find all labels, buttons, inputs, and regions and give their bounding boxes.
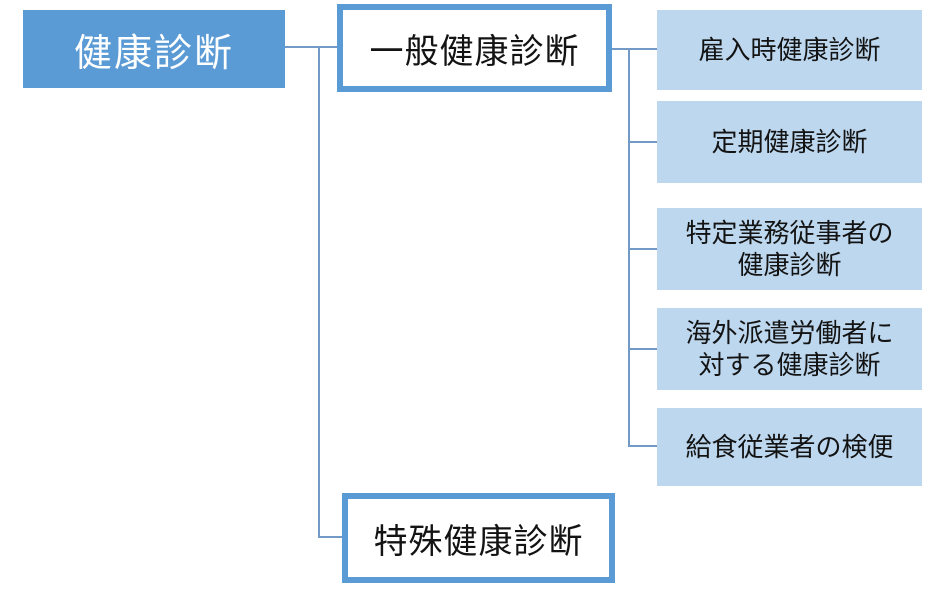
connector-to-leaf-4 bbox=[628, 348, 657, 350]
connector-to-leaf-2 bbox=[628, 141, 657, 143]
connector-right-trunk bbox=[628, 48, 630, 447]
leaf-node-hiring-exam: 雇入時健康診断 bbox=[657, 10, 922, 90]
leaf-node-specific-work-exam: 特定業務従事者の 健康診断 bbox=[657, 208, 922, 290]
connector-left-trunk bbox=[318, 46, 320, 538]
node-special-health-exam: 特殊健康診断 bbox=[342, 493, 615, 583]
connector-to-leaf-3 bbox=[628, 248, 657, 250]
connector-to-special-node bbox=[318, 536, 342, 538]
leaf-node-food-service-stool-test: 給食従業者の検便 bbox=[657, 408, 922, 486]
leaf-node-overseas-worker-exam: 海外派遣労働者に 対する健康診断 bbox=[657, 308, 922, 390]
root-node-health-exam: 健康診断 bbox=[23, 10, 285, 88]
connector-root-to-trunk bbox=[285, 46, 337, 48]
leaf-node-periodic-exam: 定期健康診断 bbox=[657, 101, 922, 183]
connector-general-to-leaf-1 bbox=[612, 48, 657, 50]
node-general-health-exam: 一般健康診断 bbox=[337, 4, 612, 92]
connector-to-leaf-5 bbox=[628, 445, 657, 447]
